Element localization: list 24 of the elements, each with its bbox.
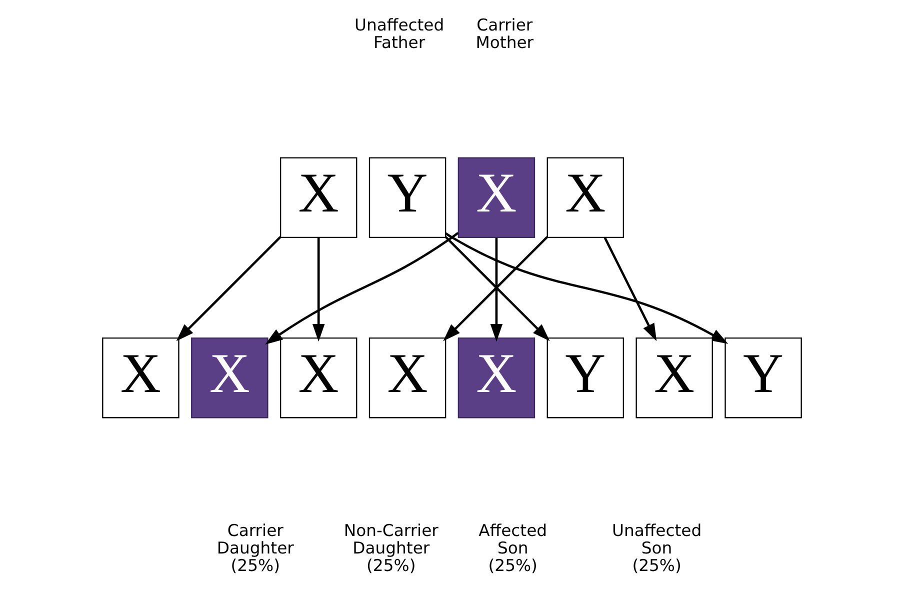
node-box: X <box>635 337 712 418</box>
node-box: X <box>190 337 268 418</box>
arrow <box>264 232 458 344</box>
node-box: Y <box>368 157 446 238</box>
node-box: Y <box>546 337 624 418</box>
node-box: X <box>279 157 357 238</box>
label: Non-Carrier Daughter (25%) <box>343 521 438 576</box>
label: Carrier Daughter (25%) <box>216 521 294 576</box>
arrow <box>176 236 281 342</box>
label: Affected Son (25%) <box>478 521 547 576</box>
arrow <box>444 232 728 344</box>
label: Unaffected Son (25%) <box>611 521 702 576</box>
arrow <box>603 237 656 342</box>
node-box: Y <box>724 337 802 418</box>
arrow <box>312 238 324 342</box>
node-box: X <box>368 337 446 418</box>
node-box: X <box>546 157 624 238</box>
arrow <box>490 238 502 342</box>
node-box: X <box>102 337 179 418</box>
node-box: X <box>457 337 535 418</box>
node-box: X <box>279 337 357 418</box>
label: Carrier Mother <box>475 16 534 52</box>
label: Unaffected Father <box>354 16 444 52</box>
node-box: X <box>457 157 535 238</box>
